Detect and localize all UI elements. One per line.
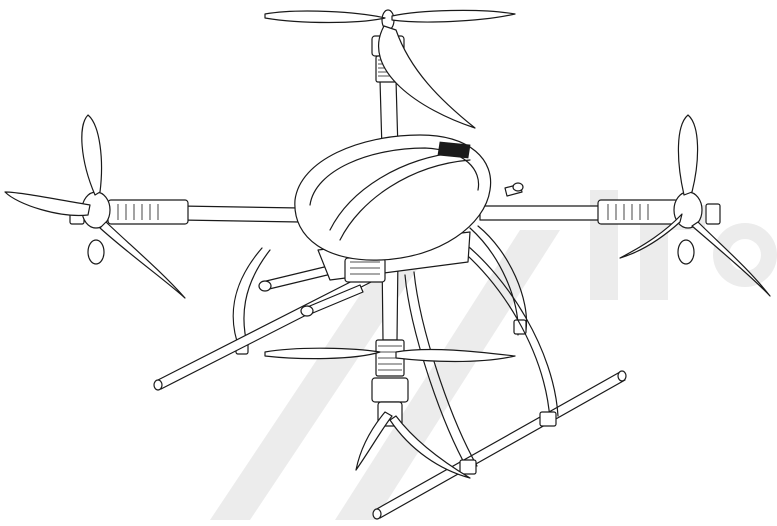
motor-right [597, 191, 721, 229]
landing-skid-right [372, 370, 627, 520]
arm-left [179, 205, 301, 223]
canopy [294, 134, 492, 261]
propeller-right [619, 114, 771, 297]
propeller-rear [264, 9, 516, 129]
landing-gear-front [404, 241, 559, 475]
propeller-front [264, 347, 516, 479]
arm-right [479, 205, 601, 221]
propeller-left [4, 114, 186, 299]
motor-left [69, 191, 189, 229]
